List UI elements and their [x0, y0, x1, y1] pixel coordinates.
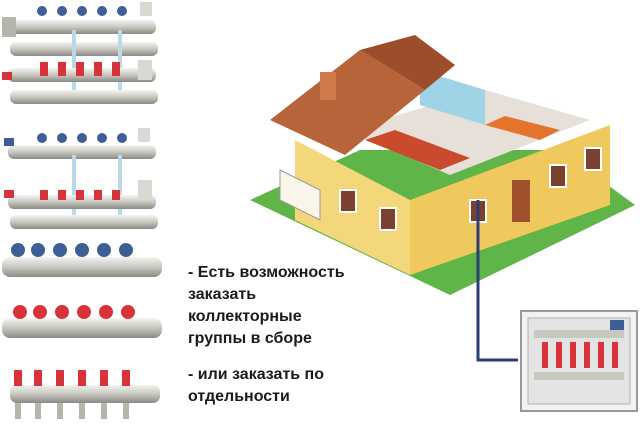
manifold-bar-red-icon: [2, 305, 162, 338]
caption-line: заказать: [188, 286, 257, 303]
manifold-bar-red-icon: [10, 370, 160, 419]
manifold-assembled-blue-icon: [4, 128, 156, 215]
manifold-assembled-red-icon: [2, 60, 158, 104]
manifold-assembled-blue-icon: [2, 2, 158, 92]
caption-line: отдельности: [188, 388, 290, 405]
caption-line: коллекторные: [188, 308, 302, 325]
manifold-cabinet-icon: [520, 310, 638, 412]
house-cutaway-icon: [250, 35, 635, 295]
caption-block: - Есть возможность заказать коллекторные…: [188, 262, 388, 408]
caption-line: группы в сборе: [188, 330, 312, 347]
manifold-bar-blue-icon: [2, 243, 162, 277]
caption-line: - Есть возможность: [188, 264, 345, 281]
manifold-column: [2, 2, 162, 419]
manifold-assembled-red-icon: [4, 180, 158, 229]
caption-line: - или заказать по: [188, 366, 324, 383]
